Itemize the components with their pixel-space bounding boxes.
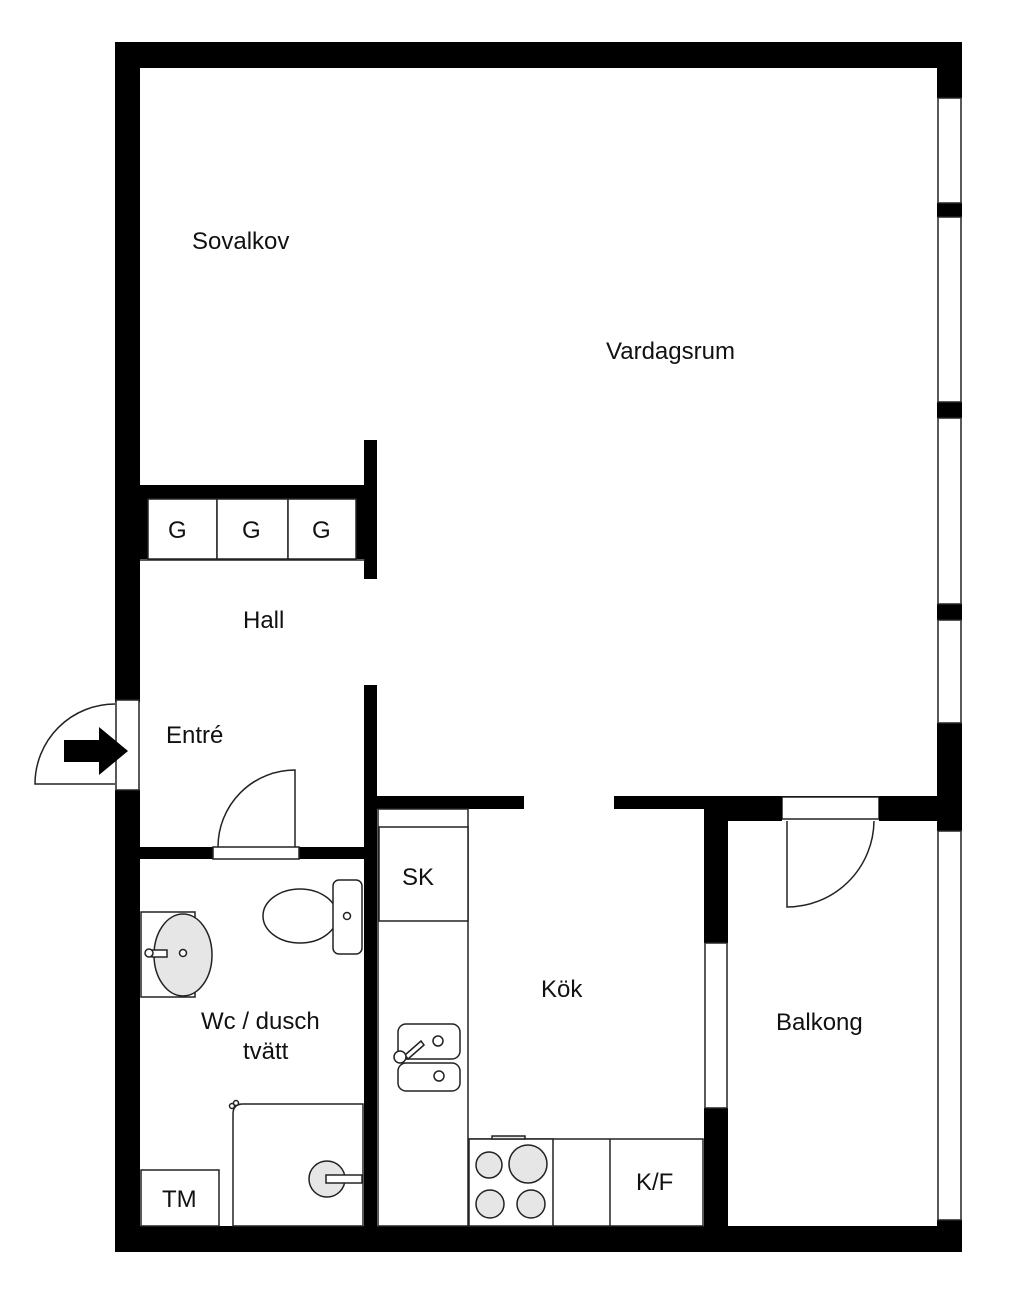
wall-wardrobe-side <box>140 499 148 559</box>
room-label-entre: Entré <box>166 722 223 749</box>
wardrobe <box>147 498 218 560</box>
wall-balcony-top <box>879 797 937 821</box>
room-label-hall: Hall <box>243 607 284 634</box>
wardrobe-label: G <box>242 517 261 544</box>
tap-icon <box>144 948 154 958</box>
wall-left-lower <box>115 790 140 1252</box>
window <box>704 942 728 1109</box>
wall-right-seg <box>937 604 962 620</box>
window <box>937 619 962 724</box>
fixture-label-sk: SK <box>402 864 434 891</box>
balcony-door-swing <box>786 820 875 908</box>
toilet-bowl <box>262 888 338 944</box>
window <box>937 417 962 605</box>
wall-balcony-left <box>704 797 728 943</box>
wall-left-upper <box>115 42 140 702</box>
sink-basin <box>397 1062 461 1092</box>
cabinet-sk <box>378 826 469 922</box>
balcony-door-opening <box>781 796 880 820</box>
wall-top <box>115 42 962 68</box>
room-label-wc: Wc / dusch <box>201 1008 320 1035</box>
stove-burner-icon <box>475 1189 505 1219</box>
window <box>937 216 962 403</box>
stove-burner-icon <box>475 1151 503 1179</box>
room-label-sovalkov: Sovalkov <box>192 228 289 255</box>
wall-wardrobe <box>140 485 365 499</box>
wall-right-seg <box>937 203 962 217</box>
faucet-icon <box>393 1050 407 1064</box>
wardrobe <box>287 498 357 560</box>
room-label-balkong: Balkong <box>776 1009 863 1036</box>
room-label-kok: Kök <box>541 976 583 1003</box>
wall-wardrobe-side <box>356 499 365 559</box>
stove-burner-icon <box>516 1189 546 1219</box>
shower <box>232 1103 364 1227</box>
room-label-wc-line2: tvätt <box>243 1038 289 1065</box>
fixture-label-kf: K/F <box>636 1169 673 1196</box>
fixture-label-tm: TM <box>162 1186 197 1213</box>
wall-kitchen-top-left <box>377 796 524 809</box>
wall-bottom <box>115 1226 962 1252</box>
wall-right-seg <box>937 42 962 98</box>
wardrobe-label: G <box>312 517 331 544</box>
washing-machine-tm <box>140 1169 220 1227</box>
wall-right-seg <box>937 1220 962 1252</box>
wall-balcony-left <box>704 1108 728 1226</box>
window <box>937 97 962 204</box>
wardrobe <box>216 498 289 560</box>
wall-right-seg <box>937 723 962 831</box>
wall-right-seg <box>937 402 962 418</box>
bath-door-opening <box>212 846 300 860</box>
stove-burner-icon <box>508 1144 548 1184</box>
wall-hall-divider-lower <box>364 685 377 1226</box>
entrance-door-swing <box>34 703 116 785</box>
room-label-vardagsrum: Vardagsrum <box>606 338 735 365</box>
wall-hall-divider-upper <box>364 440 377 579</box>
window <box>937 830 962 1221</box>
wardrobe-label: G <box>168 517 187 544</box>
entry-arrow-icon <box>64 727 128 775</box>
door-swing <box>217 769 296 848</box>
